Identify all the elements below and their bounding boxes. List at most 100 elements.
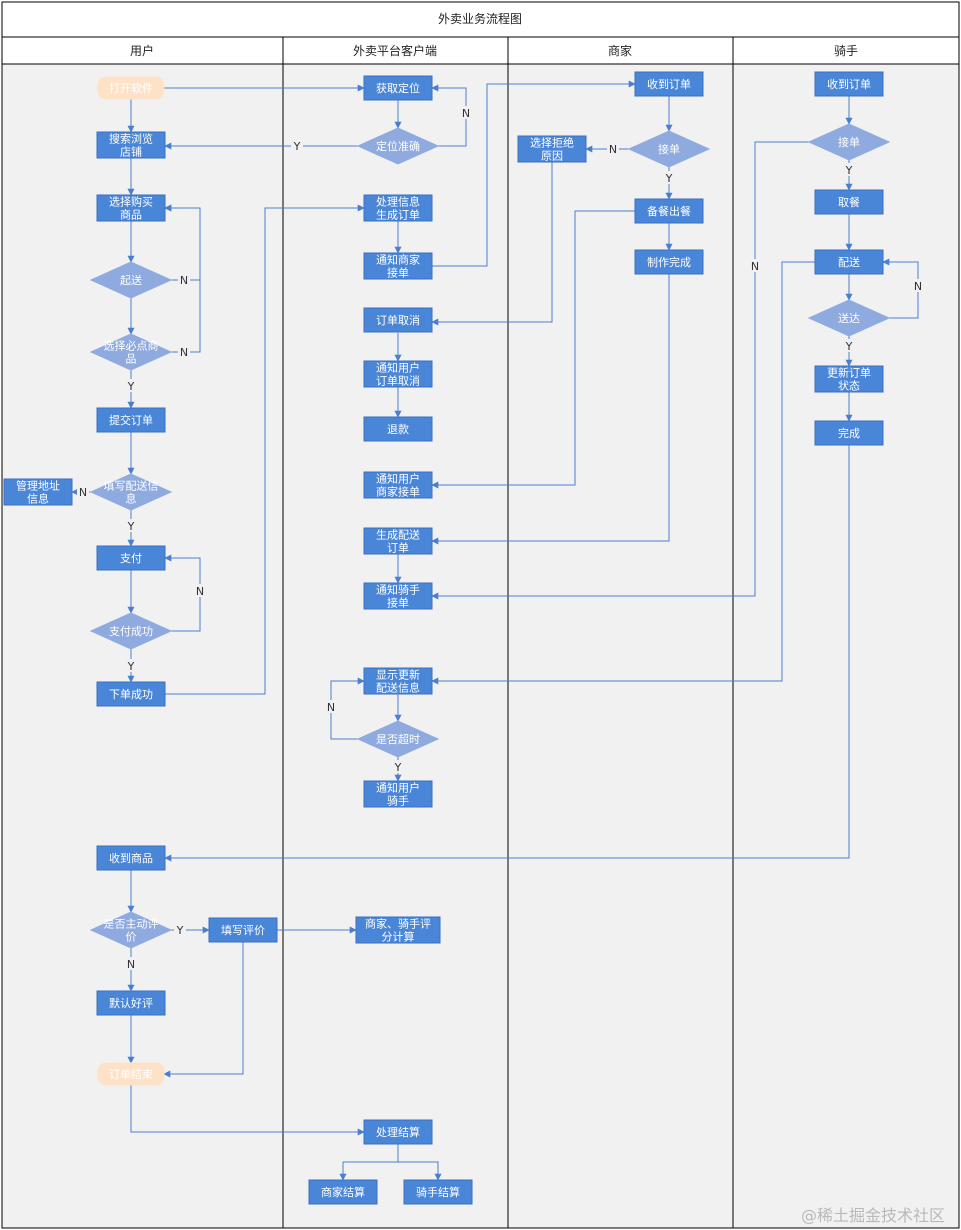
watermark: @稀土掘金技术社区 xyxy=(800,1206,945,1225)
edge-label: N xyxy=(180,274,188,287)
edge-label: N xyxy=(127,958,135,971)
edge-label-bg xyxy=(843,339,855,352)
process-shape xyxy=(363,527,433,555)
process-shape xyxy=(96,545,166,571)
lane-header-rider: 骑手 xyxy=(834,44,858,58)
edge-label-bg xyxy=(843,163,855,176)
process-shape xyxy=(96,845,166,871)
edge-label: N xyxy=(751,260,759,273)
node-label: 支付 xyxy=(120,552,142,565)
node-label: 更新订单 xyxy=(827,366,871,380)
process-shape xyxy=(363,75,433,101)
edge-label-bg xyxy=(194,584,206,597)
connector-arrow xyxy=(165,204,365,695)
node-label: 配送信息 xyxy=(376,681,420,695)
process-shape xyxy=(363,1119,433,1145)
node-label: 生成配送 xyxy=(376,528,420,542)
connector-arrow xyxy=(432,80,636,267)
node-r-arrive: 送达 xyxy=(807,299,891,337)
node-label: 获取定位 xyxy=(376,81,420,95)
node-label: 是否超时 xyxy=(376,732,420,746)
node-label: 备餐出餐 xyxy=(647,204,691,218)
edge-label-bg xyxy=(178,273,190,286)
edge-label-bg xyxy=(325,700,337,713)
node-label: 取餐 xyxy=(838,195,860,209)
edge-label-bg xyxy=(392,760,404,773)
node-label: 显示更新 xyxy=(376,668,420,682)
edge-label-bg xyxy=(125,519,137,532)
connector-arrow xyxy=(431,210,635,489)
decision-shape xyxy=(89,261,173,299)
process-shape xyxy=(96,990,166,1016)
node-label: 订单取消 xyxy=(376,374,420,388)
process-shape xyxy=(96,131,166,159)
edge-label: Y xyxy=(845,340,853,353)
node-label: 通知用户 xyxy=(376,361,420,375)
node-label: 完成 xyxy=(838,426,860,440)
decision-shape xyxy=(89,333,173,371)
node-m-done: 制作完成 xyxy=(634,249,704,275)
node-label: 息 xyxy=(126,492,137,506)
edge-label: N xyxy=(327,701,335,714)
node-u-default: 默认好评 xyxy=(96,990,166,1016)
diagram-title: 外卖业务流程图 xyxy=(438,11,522,26)
node-label: 商家结算 xyxy=(321,1185,365,1199)
edge-label-bg xyxy=(291,139,303,152)
node-label: 退款 xyxy=(387,422,409,436)
decision-shape xyxy=(356,127,440,165)
node-label: 分计算 xyxy=(382,930,415,944)
process-shape xyxy=(363,194,433,222)
process-shape xyxy=(363,667,433,695)
node-u-pay: 支付 xyxy=(96,545,166,571)
connector-arrow xyxy=(163,942,244,1078)
edge-label-bg xyxy=(125,957,137,970)
node-label: 定位准确 xyxy=(376,139,420,153)
lane-header-platform: 外卖平台客户端 xyxy=(353,43,437,58)
edge-label: N xyxy=(79,486,87,499)
node-label: 状态 xyxy=(838,379,860,393)
edge-label: Y xyxy=(127,380,135,393)
process-shape xyxy=(517,135,587,163)
node-label: 接单 xyxy=(658,143,680,156)
process-shape xyxy=(403,1179,473,1205)
node-label: 处理结算 xyxy=(376,1125,420,1139)
node-r-deliver: 配送 xyxy=(814,249,884,275)
node-u-submit: 提交订单 xyxy=(96,407,166,433)
node-label: 通知商家 xyxy=(376,253,420,267)
connector-arrow xyxy=(130,1085,365,1136)
edge-label-bg xyxy=(460,106,472,119)
node-label: 填写配送信 xyxy=(104,479,159,493)
process-shape xyxy=(363,252,433,280)
node-label: 制作完成 xyxy=(647,255,691,269)
node-label: 选择拒绝 xyxy=(530,136,574,150)
node-label: 价 xyxy=(126,931,137,944)
node-r-pick: 取餐 xyxy=(814,189,884,215)
process-shape xyxy=(208,917,278,943)
edge-label: Y xyxy=(394,761,402,774)
decision-shape xyxy=(89,612,173,650)
node-label: 接单 xyxy=(387,267,409,280)
node-label: 选择购买 xyxy=(109,195,153,209)
node-label: 原因 xyxy=(541,150,563,163)
lane-header-user: 用户 xyxy=(130,43,154,58)
node-label: 处理信息 xyxy=(376,195,420,209)
node-r-complete: 完成 xyxy=(814,420,884,446)
nodes: 打开软件搜索浏览店铺选择购买商品起送选择必点商品提交订单管理地址信息填写配送信息… xyxy=(3,71,891,1205)
connector-arrow xyxy=(431,141,809,600)
edge-label-bg xyxy=(125,379,137,392)
node-label: 通知骑手 xyxy=(376,583,420,597)
edge-label: Y xyxy=(127,660,135,673)
edge-label-bg xyxy=(749,259,761,272)
node-m-prepare: 备餐出餐 xyxy=(634,198,704,224)
node-label: 起送 xyxy=(120,273,142,287)
node-u-end: 订单结束 xyxy=(97,1062,165,1086)
